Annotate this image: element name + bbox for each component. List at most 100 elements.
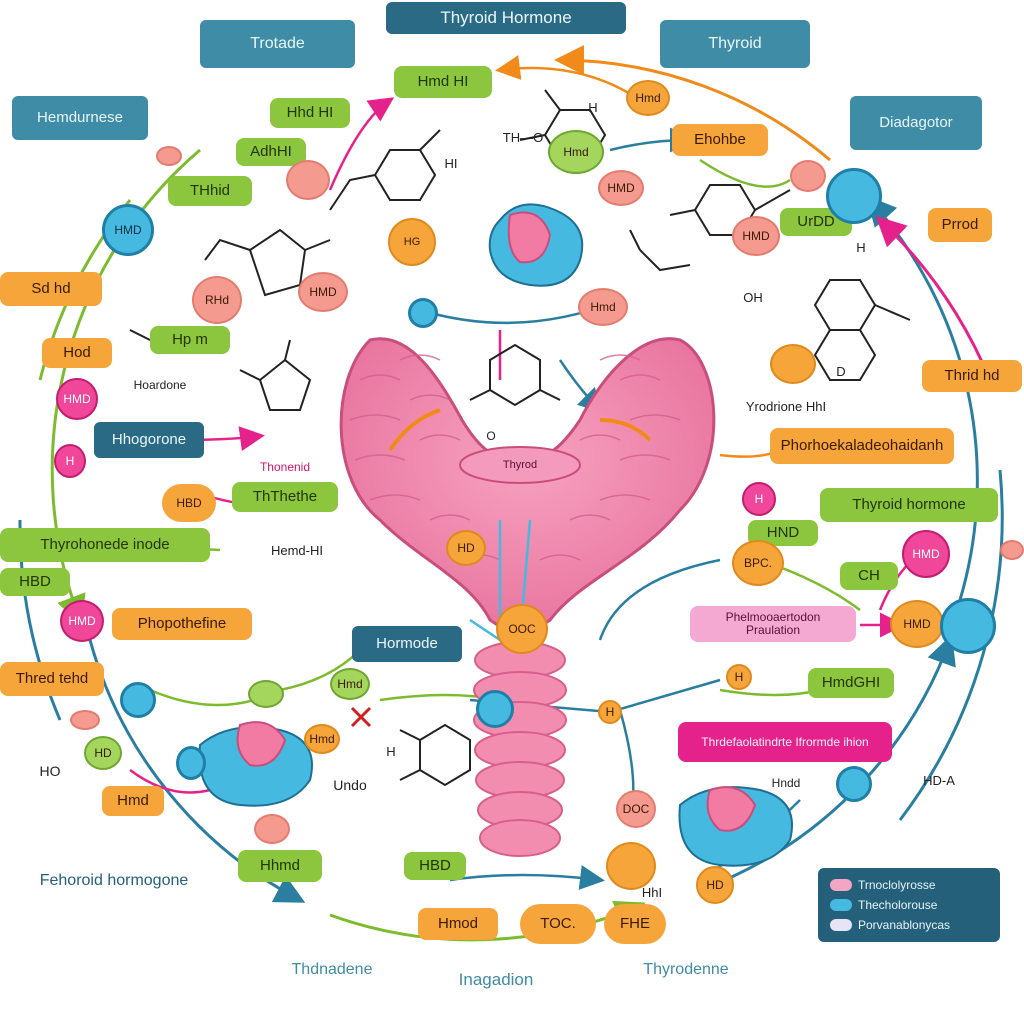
node-pink-tiny-2 [70, 710, 100, 730]
label-hoarndoe: Hoardone [133, 377, 187, 392]
label-thrd-tehd: Thred tehd [0, 662, 104, 696]
label-thrnthie: ThThethe [232, 482, 338, 512]
legend: Trnoclolyrosse Thecholorouse Porvanablon… [818, 868, 1000, 942]
legend-item-1: Trnoclolyrosse [830, 878, 936, 892]
node-magenta-left-2: H [54, 444, 86, 478]
node-pink-1 [286, 160, 330, 200]
label-undo: Undo [333, 776, 367, 793]
node-magenta-right: H [742, 482, 776, 516]
label-adhi: AdhHI [236, 138, 306, 166]
label-hmd-small: Hmd [102, 786, 164, 816]
label-ho: HO [39, 762, 61, 779]
mol-h-right: H [856, 240, 866, 256]
label-fhe: FHE [604, 904, 666, 944]
node-magenta-left-3: HMD [60, 600, 104, 642]
mol-h-top: H [588, 100, 598, 116]
node-pink-tiny [156, 146, 182, 166]
node-pink-3: RHd [192, 276, 242, 324]
label-hp-m: Hp m [150, 326, 230, 354]
label-prrod: Prrod [928, 208, 992, 242]
node-green-thh: Hmd [548, 130, 604, 174]
node-blue-left: HMD [102, 204, 154, 256]
label-ch: CH [840, 562, 898, 590]
label-yrodrio: Yrodrione HhI [745, 399, 827, 415]
label-isthmus: Thyrod [502, 459, 538, 472]
node-orange-small: Hmd [304, 724, 340, 754]
node-pink-bottom [254, 814, 290, 844]
node-magenta-right-2: HMD [902, 530, 950, 578]
mol-h-left: H [386, 744, 396, 760]
label-magenta-block: Thrdefaolatindrte Ifrormde ihion [678, 722, 892, 762]
inhibition-mark [350, 706, 372, 728]
label-orange-right: Phorhoekaladeohaidanh [770, 428, 954, 464]
node-pink-4: HMD [732, 216, 780, 256]
diagram-title: Thyroid Hormone [386, 2, 626, 34]
label-hmd-hi: Hmd HI [394, 66, 492, 98]
label-ehoho: Ehohbe [672, 124, 768, 156]
upper-left-box: Hemdurnese [12, 96, 148, 140]
label-hemd-hi: Hemd-HI [270, 543, 323, 559]
legend-swatch [830, 899, 852, 911]
node-h-small: H [598, 700, 622, 724]
top-right-box: Thyroid [660, 20, 810, 68]
legend-swatch [830, 919, 852, 931]
node-blue-right [826, 168, 882, 224]
label-hb-d: HBD [162, 484, 216, 522]
node-hbd: HG [388, 218, 436, 266]
label-hmd-h: Hhmd [238, 850, 322, 882]
mol-oh: OH [743, 290, 763, 306]
trachea [473, 641, 567, 857]
node-orange-bottom [606, 842, 656, 890]
node-dh: HD [446, 530, 486, 566]
label-hbd-bottom: HBD [404, 852, 466, 880]
node-hmd-top: Hmd [626, 80, 670, 116]
label-hd-a: HD-A [923, 773, 955, 789]
legend-swatch [830, 879, 852, 891]
node-blue-right-2 [940, 598, 996, 654]
node-d-bottom: HD [696, 866, 734, 904]
node-orange-r [770, 344, 816, 384]
node-blue-left-2 [120, 682, 156, 718]
label-bottom-right-arc: Thyrodenne [643, 960, 729, 978]
label-bottom-left-arc: Thdnadene [291, 960, 373, 978]
node-bpc: BPC. [732, 540, 784, 586]
label-thoreni: Thonenid [259, 459, 311, 474]
label-thrid-hd: Thrid hd [922, 360, 1022, 392]
top-left-box: Trotade [200, 20, 355, 68]
label-hormode: Hormode [352, 626, 462, 662]
node-doc: DOC [616, 790, 656, 828]
label-hhogorone: Hhogorone [94, 422, 204, 458]
node-green-2: Hmd [330, 668, 370, 700]
node-magenta-left: HMD [56, 378, 98, 420]
node-h-orange: H [726, 664, 752, 690]
mol-hi: HI [444, 156, 458, 172]
label-thyrohonede: Thyrohonede inode [0, 528, 210, 562]
node-pink-6: Hmd [578, 288, 628, 326]
label-hod: Hod [42, 338, 112, 368]
label-thyroid-hormone-right: Thyroid hormone [820, 488, 998, 522]
mol-d: D [836, 364, 846, 380]
label-sd-hd: Sd hd [0, 272, 102, 306]
node-blue-left-3 [176, 746, 206, 780]
label-pink-block: Phelmooaertodon Praulation [690, 606, 856, 642]
label-bottom-mid: Inagadion [458, 970, 534, 990]
label-hmd-ghi: HmdGHI [808, 668, 894, 698]
upper-right-box: Diadagotor [850, 96, 982, 150]
label-hbd-left: HBD [0, 568, 70, 596]
mol-o: O [486, 428, 496, 443]
node-blue-trachea [476, 690, 514, 728]
legend-item-3: Porvanablonycas [830, 918, 950, 932]
node-blue-mid [408, 298, 438, 328]
node-pink-5 [790, 160, 826, 192]
node-ooc: OOC [496, 604, 548, 654]
node-pink-2: HMD [298, 272, 348, 312]
mol-th-o: TH—O [502, 130, 544, 146]
node-hmd-2: HMD [598, 170, 644, 206]
label-hndd: Hndd [771, 775, 801, 790]
thyroid-gland [339, 337, 716, 642]
label-hlhd: HhI [641, 885, 663, 901]
node-orange-right-2: HMD [890, 600, 944, 648]
label-fehoroid: Fehoroid hormogone [39, 871, 189, 889]
